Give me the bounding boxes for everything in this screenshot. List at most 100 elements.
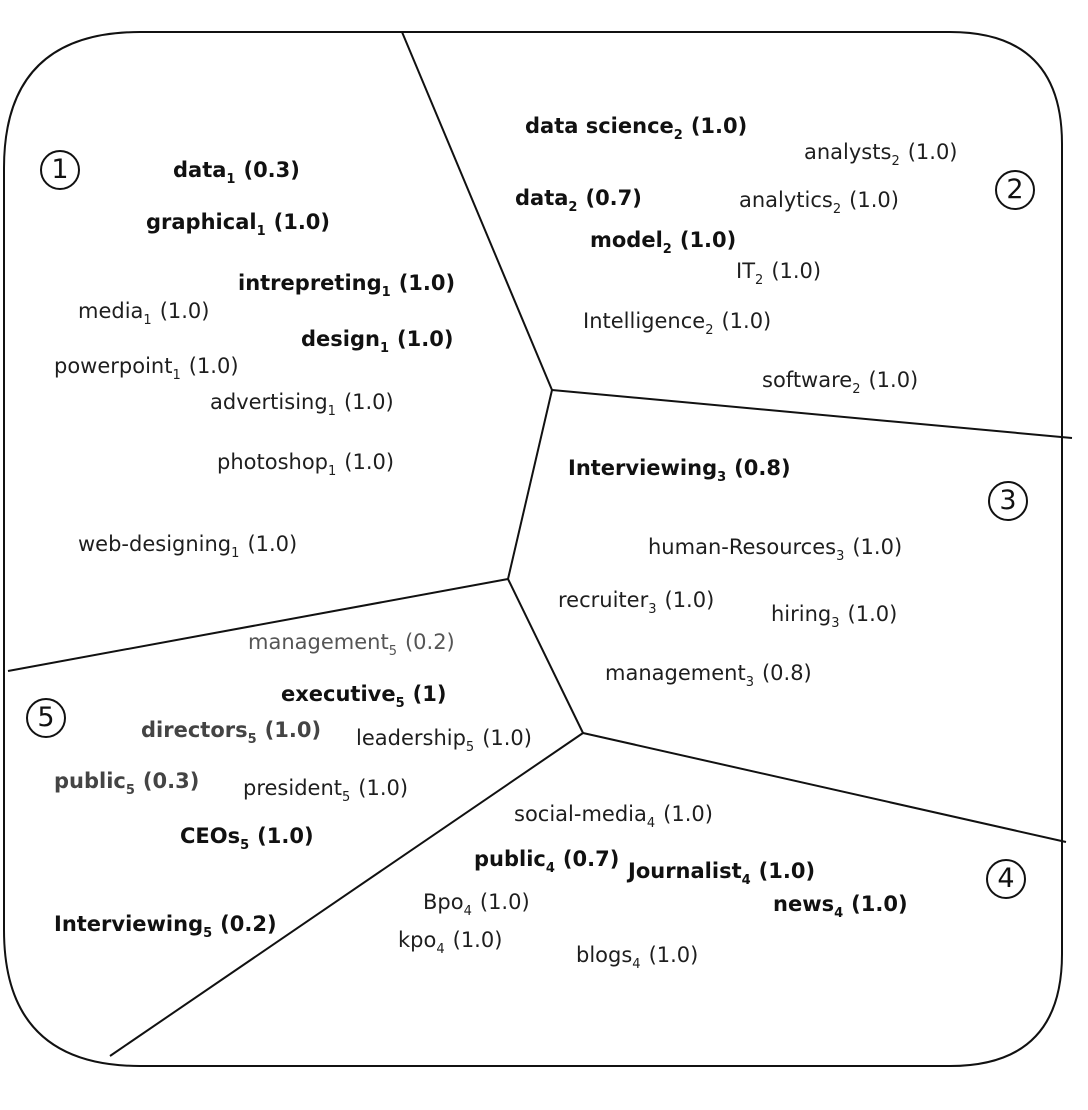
term-word: data (515, 186, 569, 210)
term-ceos-5: CEOs5(1.0) (180, 824, 314, 853)
term-score: (0.2) (220, 912, 277, 936)
term-web-designing-1: web-designing1(1.0) (78, 532, 298, 561)
term-data-2: data2(0.7) (515, 186, 642, 215)
term-powerpoint-1: powerpoint1(1.0) (54, 356, 239, 383)
term-score: (1.0) (852, 535, 903, 559)
term-word: directors (141, 718, 248, 742)
term-intrepreting-1: intrepreting1(1.0) (238, 271, 455, 300)
term-media-1: media1(1.0) (78, 299, 210, 328)
divider-2-3 (551, 389, 1073, 439)
term-score: (1.0) (397, 327, 454, 351)
term-word: Interviewing (568, 456, 718, 480)
term-word: Journalist (628, 859, 742, 883)
term-word: software (762, 368, 853, 392)
term-leadership-5: leadership5(1.0) (356, 726, 532, 755)
term-score: (1.0) (452, 928, 503, 952)
term-word: IT (736, 259, 756, 283)
outer-border (3, 31, 1063, 1067)
term-score: (0.3) (243, 158, 300, 182)
term-public-5: public5(0.3) (54, 769, 199, 798)
term-human-resources-3: human-Resources3(1.0) (648, 535, 903, 564)
term-social-media-4: social-media4(1.0) (514, 804, 713, 831)
term-score: (1.0) (273, 210, 331, 234)
term-word: web-designing (78, 532, 232, 556)
term-score: (1.0) (358, 776, 409, 800)
term-subscript: 3 (648, 602, 657, 617)
term-subscript: 5 (395, 696, 405, 711)
term-word: kpo (398, 928, 437, 952)
cluster-label-5: 5 (26, 698, 66, 738)
term-software-2: software2 (1.0) (762, 368, 919, 397)
term-word: advertising (210, 390, 328, 414)
term-kpo-4: kpo4 (1.0) (398, 928, 503, 957)
term-subscript: 2 (832, 202, 842, 217)
term-word: design (301, 327, 380, 351)
divider-1-5 (7, 578, 509, 672)
term-word: public (54, 769, 126, 793)
term-score: (1.0) (159, 299, 210, 323)
term-score: (1.0) (482, 726, 532, 750)
term-recruiter-3: recruiter3(1.0) (558, 588, 715, 617)
term-subscript: 3 (831, 616, 840, 631)
term-interviewing-3: Interviewing3(0.8) (568, 456, 791, 485)
divider-1-3 (507, 389, 553, 580)
term-subscript: 5 (203, 926, 213, 941)
term-word: Bpo (423, 890, 464, 914)
term-subscript: 2 (673, 128, 683, 143)
term-word: Interviewing (54, 912, 204, 936)
term-word: president (243, 776, 342, 800)
term-subscript: 1 (327, 404, 336, 419)
term-score: (1.0) (758, 859, 816, 883)
term-subscript: 2 (852, 382, 861, 397)
term-word: data (173, 158, 227, 182)
term-subscript: 2 (891, 154, 900, 169)
term-graphical-1: graphical1(1.0) (146, 210, 331, 239)
term-subscript: 5 (240, 838, 250, 853)
term-subscript: 3 (745, 675, 754, 690)
term-score: (1) (412, 682, 447, 706)
term-it-2: IT2(1.0) (736, 259, 822, 288)
term-score: (0.2) (404, 630, 455, 654)
term-subscript: 3 (836, 549, 845, 564)
cluster-label-4: 4 (986, 859, 1026, 899)
term-interviewing-5: Interviewing5 (0.2) (54, 912, 277, 941)
term-subscript: 5 (342, 790, 351, 805)
term-score: (0.8) (761, 661, 812, 685)
term-subscript: 1 (379, 341, 390, 356)
term-score: (1.0) (907, 140, 958, 164)
term-word: news (773, 892, 835, 916)
term-score: (1.0) (343, 390, 394, 414)
term-subscript: 4 (632, 957, 641, 972)
term-design-1: design1 (1.0) (301, 327, 454, 356)
term-subscript: 1 (256, 224, 266, 239)
term-word: CEOs (180, 824, 241, 848)
term-word: data science (525, 114, 674, 138)
term-score: (1.0) (479, 890, 530, 914)
term-word: media (78, 299, 144, 323)
term-score: (1.0) (664, 588, 715, 612)
term-score: (0.7) (562, 847, 620, 871)
divider-4-5 (109, 732, 584, 1057)
term-score: (1.0) (344, 450, 395, 474)
term-score: (1.0) (247, 532, 298, 556)
term-score: (1.0) (849, 188, 899, 212)
cluster-label-2: 2 (995, 170, 1035, 210)
term-word: photoshop (217, 450, 328, 474)
term-analytics-2: analytics2(1.0) (739, 188, 899, 217)
term-word: Intelligence (583, 309, 706, 333)
term-subscript: 4 (436, 942, 445, 957)
term-subscript: 1 (381, 285, 391, 300)
term-subscript: 5 (388, 644, 397, 659)
term-subscript: 4 (741, 873, 751, 888)
term-subscript: 2 (662, 242, 672, 257)
divider-1-2 (401, 31, 553, 391)
term-word: analysts (804, 140, 892, 164)
divider-3-5 (507, 578, 584, 734)
term-score: (1.0) (771, 259, 822, 283)
term-word: model (590, 228, 663, 252)
divider-3-4 (582, 732, 1067, 843)
term-management-5: management5(0.2) (248, 630, 455, 659)
term-word: intrepreting (238, 271, 382, 295)
term-score: (1.0) (868, 368, 919, 392)
